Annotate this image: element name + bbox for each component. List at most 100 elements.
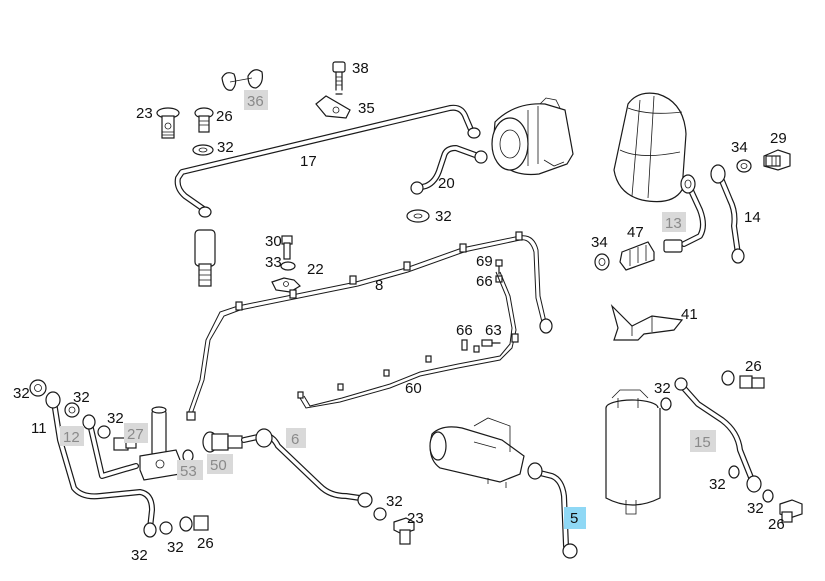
- label-22[interactable]: 22: [307, 261, 324, 278]
- svg-text:36: 36: [247, 93, 264, 110]
- pipe-part-13[interactable]: [680, 174, 706, 247]
- label-34a[interactable]: 34: [731, 139, 748, 156]
- label-32a[interactable]: 32: [217, 139, 234, 156]
- harness-part-60[interactable]: [297, 271, 519, 409]
- screw-part-69[interactable]: [495, 259, 503, 275]
- washer-part-32b[interactable]: [406, 209, 430, 223]
- label-26a[interactable]: 26: [216, 108, 233, 125]
- screw-part-26d[interactable]: [779, 499, 803, 523]
- fuel-filter[interactable]: [605, 389, 661, 515]
- label-66b[interactable]: 66: [456, 322, 473, 339]
- pump-assembly[interactable]: [491, 97, 574, 176]
- injection-pump-part[interactable]: [429, 417, 525, 488]
- label-12[interactable]: 12: [60, 426, 84, 446]
- label-60[interactable]: 60: [405, 380, 422, 397]
- label-35[interactable]: 35: [358, 100, 375, 117]
- label-32e[interactable]: 32: [107, 410, 124, 427]
- screw-part-63[interactable]: [481, 339, 501, 347]
- banjo-bolt-part-23a[interactable]: [156, 107, 180, 139]
- washers-part-32-26-bottom[interactable]: [159, 515, 209, 535]
- label-69[interactable]: 69: [476, 253, 493, 270]
- label-5[interactable]: 5: [564, 507, 586, 529]
- bleed-part-22[interactable]: [271, 277, 301, 293]
- label-34b[interactable]: 34: [591, 234, 608, 251]
- washer-part-32g[interactable]: [660, 397, 672, 411]
- pipe-part-14[interactable]: [710, 164, 745, 264]
- svg-text:13: 13: [665, 215, 682, 232]
- svg-text:12: 12: [63, 429, 80, 446]
- bolt-part-38[interactable]: [332, 61, 346, 95]
- hand-pump-part-27[interactable]: [139, 406, 181, 481]
- svg-text:50: 50: [210, 457, 227, 474]
- label-15[interactable]: 15: [690, 430, 716, 452]
- washer-part-32a[interactable]: [192, 144, 214, 156]
- label-38[interactable]: 38: [352, 60, 369, 77]
- label-23b[interactable]: 23: [407, 510, 424, 527]
- label-32k[interactable]: 32: [167, 539, 184, 556]
- clip-part-36[interactable]: [221, 69, 263, 91]
- label-27[interactable]: 27: [124, 423, 148, 443]
- pipe-part-20[interactable]: [410, 145, 488, 195]
- washer-part-32d[interactable]: [64, 402, 80, 418]
- filter-canister[interactable]: [613, 92, 687, 203]
- screw-part-26c[interactable]: [739, 375, 765, 389]
- washer-part-32e[interactable]: [97, 425, 111, 439]
- banjo-bolt-part-30[interactable]: [281, 235, 293, 260]
- label-41[interactable]: 41: [681, 306, 698, 323]
- clip-part-66b[interactable]: [461, 339, 468, 351]
- label-32b[interactable]: 32: [435, 208, 452, 225]
- label-32j[interactable]: 32: [131, 547, 148, 564]
- screw-part-29[interactable]: [763, 149, 791, 171]
- connector-part-47[interactable]: [619, 239, 683, 271]
- svg-text:15: 15: [694, 434, 711, 451]
- pipe-part-6[interactable]: [241, 428, 373, 508]
- label-29[interactable]: 29: [770, 130, 787, 147]
- label-11[interactable]: 11: [31, 420, 47, 437]
- washer-part-32f[interactable]: [373, 507, 387, 521]
- connector-part-50[interactable]: [202, 431, 243, 453]
- label-26d[interactable]: 26: [197, 535, 214, 552]
- label-30[interactable]: 30: [265, 233, 282, 250]
- label-36[interactable]: 36: [244, 90, 268, 110]
- label-66a[interactable]: 66: [476, 273, 493, 290]
- pipe-part-17[interactable]: [174, 104, 481, 218]
- label-32d[interactable]: 32: [73, 389, 90, 406]
- label-32h[interactable]: 32: [747, 500, 764, 517]
- pipe-part-12[interactable]: [82, 414, 139, 479]
- bracket-part-41[interactable]: [610, 303, 684, 341]
- label-8[interactable]: 8: [375, 277, 383, 294]
- pipe-part-11[interactable]: [45, 391, 157, 538]
- svg-text:27: 27: [127, 426, 144, 443]
- pipe-part-8[interactable]: [186, 231, 553, 421]
- label-32f[interactable]: 32: [654, 380, 671, 397]
- pipe-part-15[interactable]: [674, 377, 762, 493]
- label-47[interactable]: 47: [627, 224, 644, 241]
- bracket-part-35[interactable]: [315, 95, 351, 119]
- banjo-bolt-part-23b[interactable]: [393, 517, 415, 545]
- label-23a[interactable]: 23: [136, 105, 153, 122]
- fitting-part[interactable]: [194, 229, 216, 287]
- screw-part-26a[interactable]: [194, 107, 214, 133]
- label-63[interactable]: 63: [485, 322, 502, 339]
- washer-part-34a[interactable]: [736, 159, 752, 173]
- washer-part-34b[interactable]: [594, 253, 610, 271]
- label-26b[interactable]: 26: [745, 358, 762, 375]
- label-17[interactable]: 17: [300, 153, 317, 170]
- label-50[interactable]: 50: [207, 454, 233, 474]
- label-6[interactable]: 6: [286, 428, 306, 448]
- label-13[interactable]: 13: [662, 212, 686, 232]
- svg-text:5: 5: [570, 510, 578, 527]
- washer-part-32c[interactable]: [29, 379, 47, 397]
- label-26c[interactable]: 26: [768, 516, 785, 533]
- label-32i[interactable]: 32: [386, 493, 403, 510]
- washer-part-32h[interactable]: [721, 370, 774, 503]
- label-14[interactable]: 14: [744, 209, 761, 226]
- washer-part-33[interactable]: [280, 261, 296, 271]
- label-33[interactable]: 33: [265, 254, 282, 271]
- pipe-part-5[interactable]: [527, 462, 578, 559]
- label-32g[interactable]: 32: [709, 476, 726, 493]
- label-20[interactable]: 20: [438, 175, 455, 192]
- label-53[interactable]: 53: [177, 460, 203, 480]
- label-32c[interactable]: 32: [13, 385, 30, 402]
